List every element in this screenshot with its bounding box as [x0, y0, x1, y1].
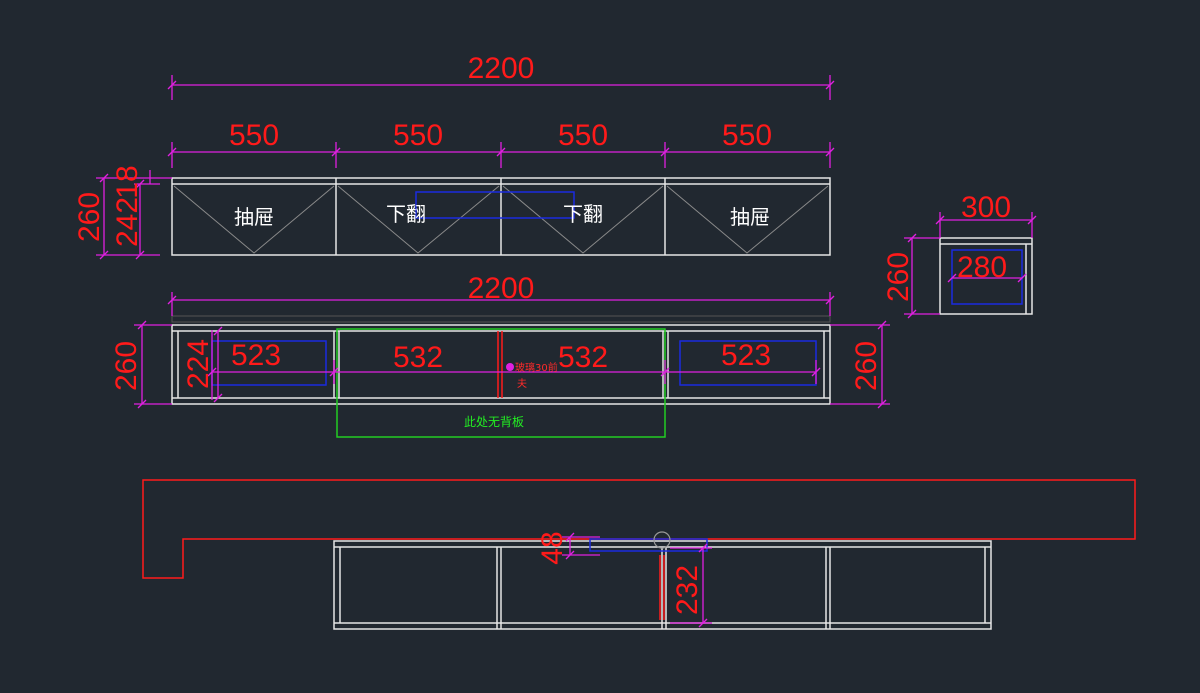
front-height-inner-label: 242	[111, 197, 144, 247]
no-back-panel-note: 此处无背板	[464, 415, 524, 429]
front-segment-width-4: 550	[722, 119, 772, 152]
plan-red-marks	[659, 555, 665, 620]
front-panel-label-3: 下翻	[563, 202, 603, 226]
side-inner-depth-label: 280	[957, 251, 1007, 284]
interior-view	[171, 324, 831, 405]
front-height-top-label: 18	[111, 165, 144, 198]
plan-red-section-outline	[142, 479, 1136, 579]
interior-inner-height-label: 224	[182, 339, 215, 389]
front-blue-rect	[415, 191, 575, 219]
glass-marker-dot	[506, 363, 514, 371]
interior-height-left-label: 260	[110, 341, 143, 391]
interior-overall-width-label: 2200	[468, 272, 535, 305]
front-panel-label-2: 下翻	[386, 202, 426, 226]
plan-dim-depth-label: 232	[671, 565, 704, 615]
front-segment-width-2: 550	[393, 119, 443, 152]
front-height-overall-label: 260	[73, 192, 106, 242]
side-height-label: 260	[882, 252, 915, 302]
side-inner-blue	[951, 249, 1023, 305]
plan-blue-rect	[589, 538, 708, 552]
front-overall-width-dimension	[167, 75, 835, 100]
side-cabinet-outline	[939, 237, 1033, 315]
interior-top-shadow	[171, 315, 831, 323]
interior-compartment-width-1: 523	[231, 339, 281, 372]
interior-center-marks	[497, 331, 503, 398]
plan-dimensions	[562, 532, 712, 628]
front-door-swing-lines	[173, 185, 829, 254]
plan-cabinet	[333, 540, 992, 630]
plan-dim-small-label: 48	[536, 531, 569, 564]
front-panel-label-1: 抽屉	[234, 205, 274, 229]
plan-circle-mark	[653, 531, 671, 549]
interior-width-dimensions	[134, 292, 890, 409]
front-segment-width-3: 550	[558, 119, 608, 152]
side-depth-label: 300	[961, 191, 1011, 224]
interior-cabinet-outline	[171, 324, 831, 405]
front-overall-width-label: 2200	[468, 52, 535, 85]
glass-note-line2: 夫	[517, 378, 527, 390]
front-segment-dimensions	[167, 142, 835, 168]
front-height-dimensions	[96, 170, 172, 260]
glass-note-line1: 玻璃30前	[515, 361, 558, 374]
side-view	[939, 237, 1033, 315]
side-depth-dimension	[904, 212, 1037, 319]
interior-compartment-width-4: 523	[721, 339, 771, 372]
interior-height-right-label: 260	[850, 341, 883, 391]
front-view	[171, 177, 831, 256]
interior-compartment-width-3: 532	[558, 341, 608, 374]
interior-compartment-width-2: 532	[393, 341, 443, 374]
front-panel-label-4: 抽屉	[730, 205, 770, 229]
front-segment-width-1: 550	[229, 119, 279, 152]
